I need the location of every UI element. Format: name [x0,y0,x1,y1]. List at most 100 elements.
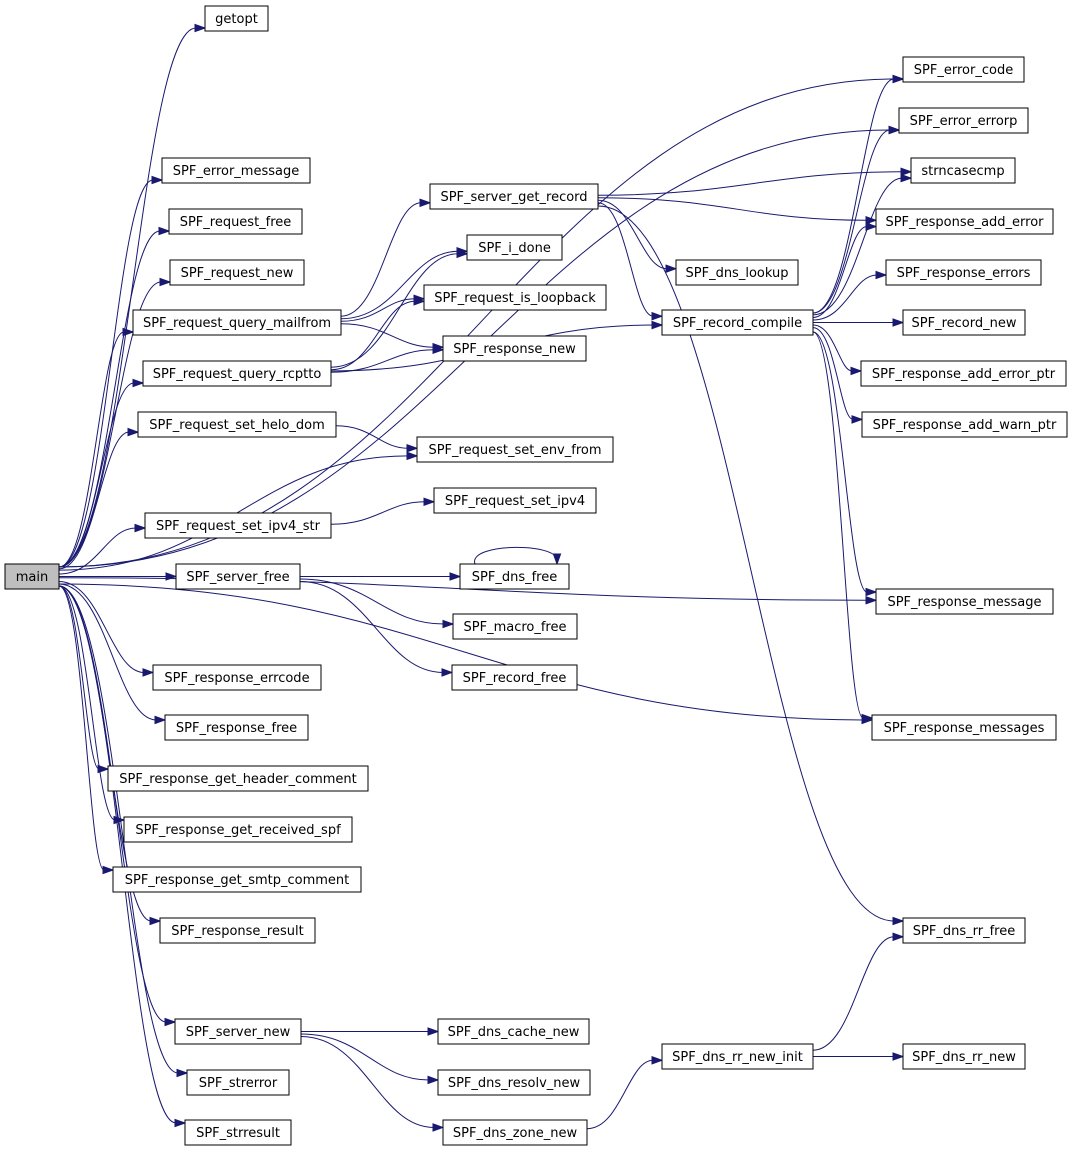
node-spf-record-compile[interactable]: SPF_record_compile [661,309,814,336]
node-spf-request-set-helo-dom[interactable]: SPF_request_set_helo_dom [137,411,337,438]
node-spf-strerror[interactable]: SPF_strerror [186,1069,290,1096]
edge-spf-server-get-record-to-spf-dns-rr-free [597,205,905,926]
node-label: SPF_error_code [914,63,1013,78]
edge-spf-server-get-record-to-spf-dns-lookup [597,199,678,274]
node-box [661,1043,814,1070]
node-spf-response-get-received-spf[interactable]: SPF_response_get_received_spf [123,816,353,843]
node-box [429,183,599,210]
node-spf-record-free[interactable]: SPF_record_free [451,664,578,691]
node-spf-dns-zone-new[interactable]: SPF_dns_zone_new [442,1119,588,1146]
node-box [174,1018,302,1045]
node-label: SPF_record_compile [673,316,802,331]
node-box [169,259,305,286]
edge-spf-dns-rr-new-init-to-spf-dns-rr-free [812,932,905,1051]
node-spf-response-add-error-ptr[interactable]: SPF_response_add_error_ptr [860,360,1067,387]
node-label: SPF_error_message [173,164,299,179]
node-box [902,1043,1026,1070]
node-label: SPF_response_add_warn_ptr [873,418,1057,433]
node-spf-request-query-rcptto[interactable]: SPF_request_query_rcptto [142,360,332,387]
node-spf-request-set-ipv4[interactable]: SPF_request_set_ipv4 [433,487,597,514]
node-spf-response-errors[interactable]: SPF_response_errors [885,259,1042,286]
node-box [204,5,269,32]
node-spf-dns-lookup[interactable]: SPF_dns_lookup [675,259,799,286]
node-spf-response-messages[interactable]: SPF_response_messages [871,714,1057,741]
edge-spf-server-free-to-spf-record-free [299,581,454,677]
node-spf-dns-rr-new[interactable]: SPF_dns_rr_new [902,1043,1026,1070]
node-spf-request-new[interactable]: SPF_request_new [169,259,305,286]
node-box [416,436,614,463]
edge-main-to-spf-response-get-smtp-comment [58,585,115,875]
node-spf-response-add-error[interactable]: SPF_response_add_error [875,208,1054,235]
node-spf-response-free[interactable]: SPF_response_free [164,714,309,741]
edge-main-to-spf-error-message [58,175,164,568]
node-label: SPF_request_new [181,266,294,281]
node-box [4,563,60,590]
edge-spf-record-compile-to-spf-response-add-warn-ptr [812,327,864,424]
node-box [137,411,337,438]
node-spf-request-set-ipv4-str[interactable]: SPF_request_set_ipv4_str [144,512,332,539]
node-spf-strresult[interactable]: SPF_strresult [184,1119,292,1146]
node-label: SPF_response_get_smtp_comment [125,873,350,888]
node-spf-response-message[interactable]: SPF_response_message [875,588,1054,615]
node-box [898,107,1029,134]
node-box [902,309,1026,336]
edge-main-to-spf-response-free [58,583,167,725]
node-strncasecmp[interactable]: strncasecmp [910,157,1016,184]
node-spf-macro-free[interactable]: SPF_macro_free [452,613,578,640]
node-box [437,1018,590,1045]
node-spf-response-result[interactable]: SPF_response_result [159,917,316,944]
node-spf-dns-cache-new[interactable]: SPF_dns_cache_new [437,1018,590,1045]
edge-spf-server-new-to-spf-dns-cache-new [301,1027,440,1036]
node-spf-i-done[interactable]: SPF_i_done [466,234,563,261]
node-spf-dns-resolv-new[interactable]: SPF_dns_resolv_new [437,1069,591,1096]
edge-main-to-spf-response-messages [58,583,874,725]
node-box [466,234,563,261]
node-label: SPF_request_query_rcptto [153,367,322,382]
node-label: SPF_request_free [180,215,292,230]
edge-main-to-spf-response-get-header-comment [58,585,110,774]
node-spf-error-errorp[interactable]: SPF_error_errorp [898,107,1029,134]
node-spf-server-get-record[interactable]: SPF_server_get_record [429,183,599,210]
node-box [132,309,342,336]
node-spf-server-new[interactable]: SPF_server_new [174,1018,302,1045]
node-spf-response-new[interactable]: SPF_response_new [442,335,587,362]
edge-spf-server-get-record-to-spf-response-add-error [597,197,878,225]
node-label: SPF_response_result [171,924,303,939]
node-label: SPF_dns_free [472,570,557,585]
node-spf-record-new[interactable]: SPF_record_new [902,309,1026,336]
node-getopt[interactable]: getopt [204,5,269,32]
node-spf-response-add-warn-ptr[interactable]: SPF_response_add_warn_ptr [861,411,1068,438]
node-box [902,917,1026,944]
node-spf-server-free[interactable]: SPF_server_free [175,563,301,590]
node-spf-error-code[interactable]: SPF_error_code [902,56,1025,83]
node-spf-dns-free[interactable]: SPF_dns_free [459,563,570,590]
node-box [423,284,607,311]
node-spf-dns-rr-free[interactable]: SPF_dns_rr_free [902,917,1026,944]
node-spf-response-errcode[interactable]: SPF_response_errcode [152,664,322,691]
edge-spf-request-set-helo-dom-to-spf-request-set-env-from [335,425,419,453]
edge-main-to-spf-strresult [58,585,187,1128]
node-box [184,1119,292,1146]
node-spf-response-get-header-comment[interactable]: SPF_response_get_header_comment [107,765,369,792]
edge-spf-request-query-rcptto-to-spf-request-is-loopback [330,296,426,371]
node-spf-request-free[interactable]: SPF_request_free [168,208,303,235]
node-label: SPF_record_free [463,671,567,686]
node-spf-request-query-mailfrom[interactable]: SPF_request_query_mailfrom [132,309,342,336]
node-spf-error-message[interactable]: SPF_error_message [161,157,311,184]
node-label: SPF_i_done [478,241,551,256]
edge-main-to-spf-request-set-ipv4-str [58,523,147,575]
node-main[interactable]: main [4,563,60,590]
node-label: SPF_request_set_ipv4 [445,494,585,509]
node-spf-request-set-env-from[interactable]: SPF_request_set_env_from [416,436,614,463]
edge-main-to-spf-response-errcode [58,581,155,677]
node-label: main [16,570,48,585]
node-spf-response-get-smtp-comment[interactable]: SPF_response_get_smtp_comment [112,866,362,893]
node-label: SPF_request_is_loopback [434,291,596,306]
edge-spf-request-query-rcptto-to-spf-response-new [330,345,445,373]
node-box [186,1069,290,1096]
node-spf-request-is-loopback[interactable]: SPF_request_is_loopback [423,284,607,311]
node-label: SPF_strerror [199,1076,278,1091]
edge-main-to-spf-request-new [58,277,172,568]
node-spf-dns-rr-new-init[interactable]: SPF_dns_rr_new_init [661,1043,814,1070]
node-label: SPF_macro_free [464,620,567,635]
